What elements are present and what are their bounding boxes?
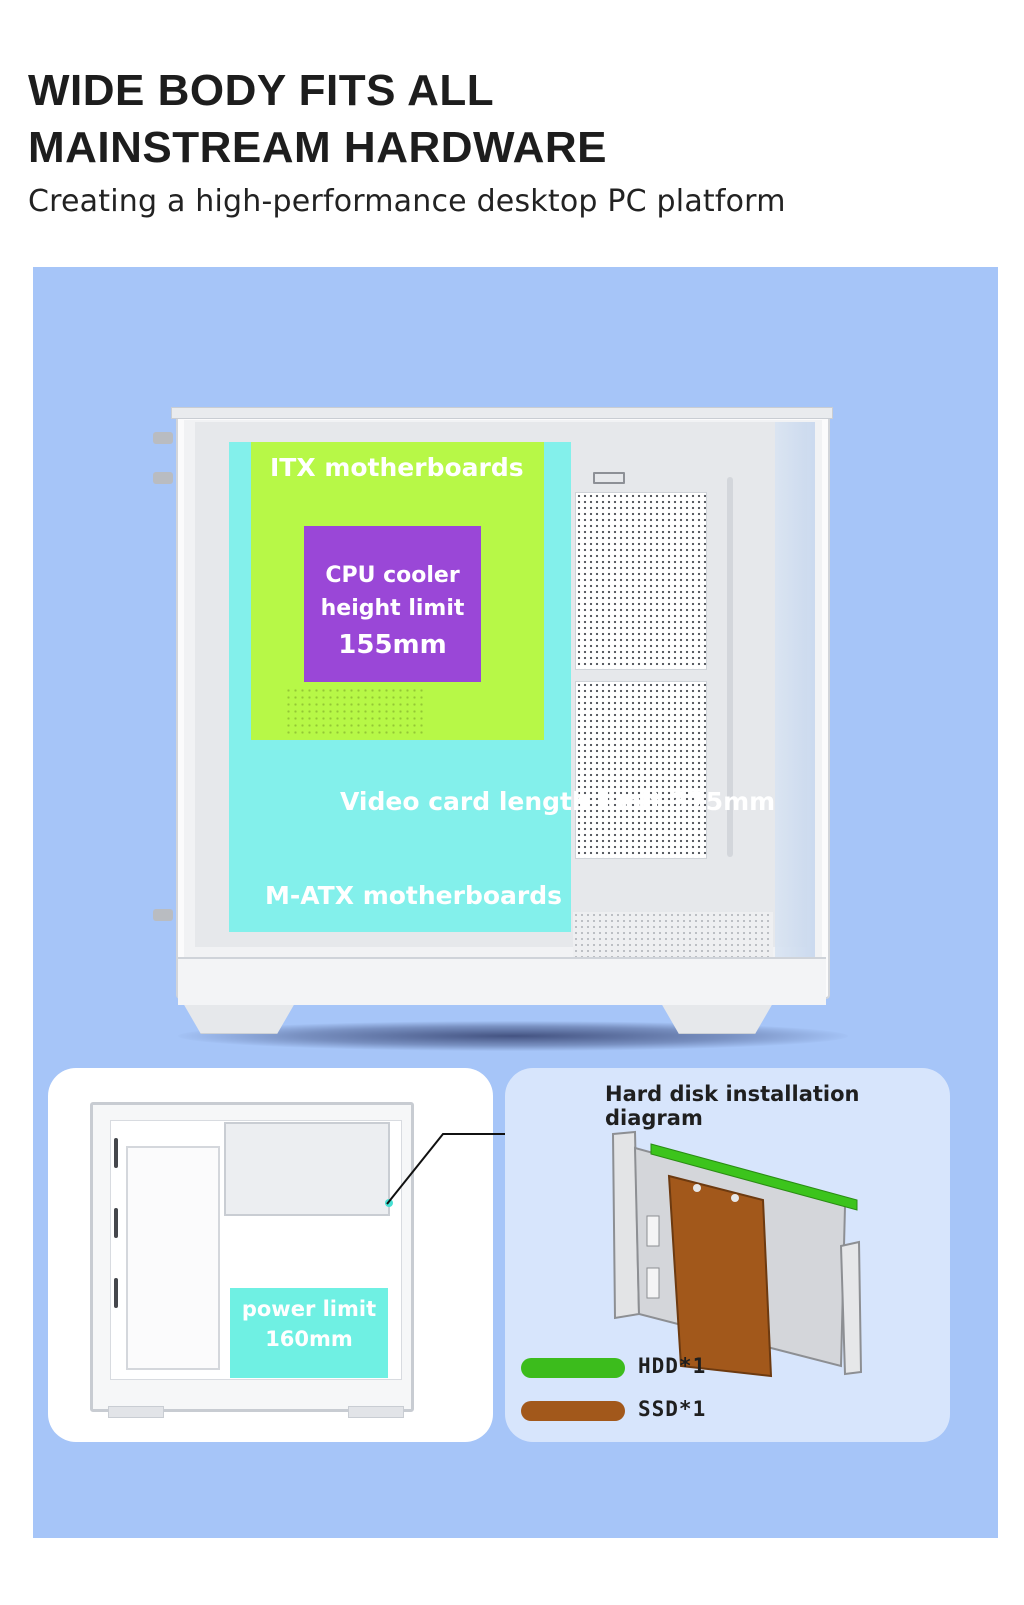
case-base (178, 957, 826, 1005)
itx-zone-vent (285, 687, 425, 735)
fan-mesh-lower (575, 681, 707, 859)
psu-label-line-2: 160mm (265, 1327, 353, 1351)
psu-limit-label: power limit 160mm (230, 1294, 388, 1354)
fan-mesh-upper (575, 492, 707, 670)
case-foot-left (108, 1406, 164, 1418)
psu-label-line-1: power limit (241, 1297, 377, 1321)
title-line-1: WIDE BODY FITS ALL (28, 66, 495, 115)
case-top-panel (171, 407, 833, 419)
psu-zone (230, 1288, 388, 1378)
drive-bay (224, 1122, 390, 1216)
cpu-label-line-1: CPU cooler (325, 563, 460, 588)
cpu-cooler-label: CPU cooler height limit 155mm (304, 559, 481, 665)
case-foot-left (183, 1003, 295, 1034)
vent-slot-icon (593, 472, 625, 484)
hdd-legend-swatch (521, 1358, 625, 1378)
vent-slot-icon (114, 1278, 118, 1308)
page-subtitle: Creating a high-performance desktop PC p… (28, 184, 786, 219)
vent-slot-icon (114, 1208, 118, 1238)
feature-panel: ITX motherboards CPU cooler height limit… (33, 267, 998, 1538)
hdd-card: Hard disk installation diagram HDD*1 SSD… (505, 1068, 950, 1442)
hdd-diagram-title: Hard disk installation diagram (605, 1082, 860, 1130)
thumb-screw (153, 472, 173, 484)
fan-bracket (126, 1146, 220, 1370)
cable-rail (727, 477, 733, 857)
cpu-label-line-2: height limit (320, 596, 465, 621)
vent-slot-icon (114, 1138, 118, 1168)
hdd-legend-label: HDD*1 (638, 1354, 707, 1378)
case-foot-right (661, 1003, 773, 1034)
case-side-glass (775, 422, 815, 957)
itx-label: ITX motherboards (270, 453, 524, 482)
psu-card: power limit 160mm (48, 1068, 542, 1442)
ssd-legend-swatch (521, 1401, 625, 1421)
thumb-screw (153, 909, 173, 921)
case-foot-right (348, 1406, 404, 1418)
page-title: WIDE BODY FITS ALL MAINSTREAM HARDWARE (28, 62, 607, 176)
matx-label: M-ATX motherboards (265, 881, 562, 910)
thumb-screw (153, 432, 173, 444)
cpu-label-value: 155mm (338, 630, 447, 660)
title-line-2: MAINSTREAM HARDWARE (28, 123, 608, 172)
psu-shroud (573, 912, 773, 957)
drive-tray-illustration (611, 1130, 863, 1378)
cpu-cooler-zone (304, 526, 481, 682)
gpu-length-label: Video card length limit 375mm (340, 787, 776, 816)
ssd-legend-label: SSD*1 (638, 1397, 707, 1421)
